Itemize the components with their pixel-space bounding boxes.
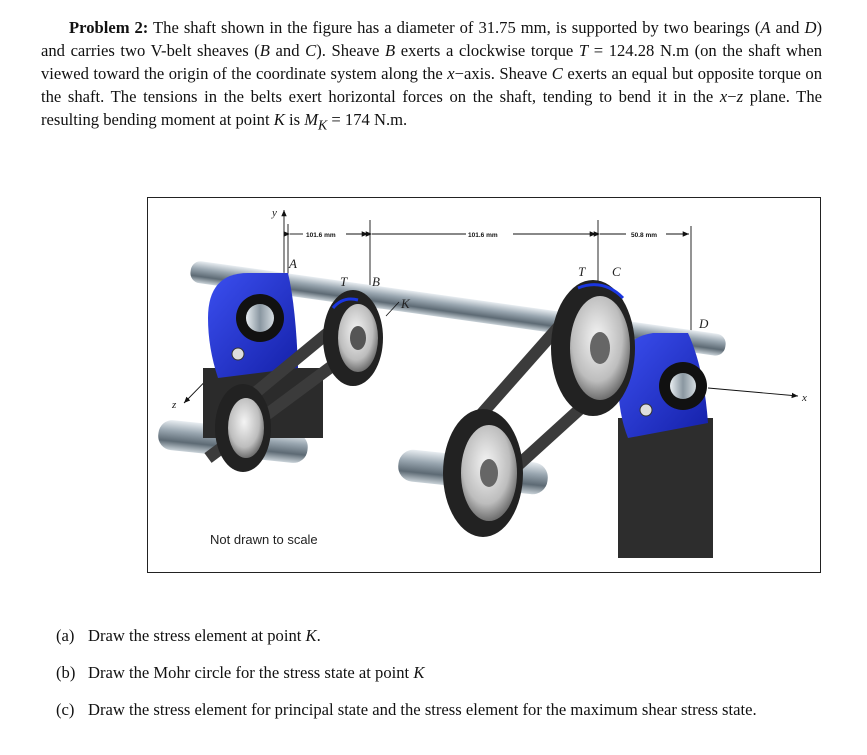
figure-caption: Not drawn to scale	[210, 532, 318, 547]
sheave-c-symbol: C	[305, 41, 317, 60]
shaft-figure: 101.6 mm 101.6 mm 50.8 mm y x z	[147, 197, 821, 573]
moment-subscript: K	[318, 117, 328, 133]
label-k: K	[400, 296, 411, 311]
moment-value: = 174 N.m.	[327, 110, 408, 129]
problem-heading: Problem 2:	[69, 18, 149, 37]
statement-text: and	[770, 18, 805, 37]
part-label: (c)	[56, 700, 75, 719]
part-a: (a) Draw the stress element at point K.	[56, 624, 826, 647]
point-k-symbol: K	[413, 663, 425, 682]
label-d: D	[698, 316, 709, 331]
sheave-b-symbol: B	[385, 41, 396, 60]
torque-arrow-b	[331, 297, 359, 310]
problem-statement: Problem 2: The shaft shown in the figure…	[41, 16, 822, 136]
label-b: B	[372, 274, 380, 289]
statement-text: ). Sheave	[316, 41, 385, 60]
label-c: C	[612, 264, 621, 279]
torque-symbol: T	[578, 41, 589, 60]
x-axis-symbol: x	[447, 64, 455, 83]
torque-value: = 124.28 N.m (on the shaft when viewed t…	[41, 41, 822, 83]
statement-text: exerts an equal but opposite torque on t…	[41, 64, 823, 106]
statement-text: −axis. Sheave	[454, 64, 552, 83]
point-k-symbol: K	[305, 626, 317, 645]
point-k-symbol: K	[273, 110, 285, 129]
y-axis-label: y	[271, 207, 277, 219]
part-label: (b)	[56, 663, 76, 682]
dimension-label: 101.6 mm	[468, 232, 498, 239]
statement-text: −	[727, 87, 737, 106]
statement-text: ) and carries two V-belt sheaves (	[41, 18, 822, 60]
dimension-label: 101.6 mm	[306, 232, 336, 239]
part-label: (a)	[56, 626, 75, 645]
x-axis-symbol: x	[719, 87, 728, 106]
shaft-illustration: 101.6 mm 101.6 mm 50.8 mm y x z	[158, 207, 807, 558]
z-axis-symbol: z	[736, 87, 744, 106]
sheave-c	[551, 280, 635, 416]
x-axis-label: x	[801, 392, 807, 404]
part-text: .	[316, 626, 321, 645]
leader-k	[385, 301, 400, 317]
part-text: Draw the stress element at point	[88, 626, 306, 645]
sheave-b-symbol: B	[259, 41, 270, 60]
moment-symbol: M	[304, 110, 319, 129]
sheave-c-symbol: C	[551, 64, 563, 83]
part-text: Draw the stress element for principal st…	[88, 700, 757, 719]
statement-text: is	[284, 110, 305, 129]
lower-left-sheave	[215, 384, 271, 472]
question-parts: (a) Draw the stress element at point K. …	[56, 624, 826, 735]
lower-middle-sheave	[443, 409, 523, 537]
z-axis-label: z	[171, 399, 177, 411]
part-b: (b) Draw the Mohr circle for the stress …	[56, 661, 826, 684]
dimension-label: 50.8 mm	[631, 232, 657, 239]
part-text: Draw the Mohr circle for the stress stat…	[88, 663, 414, 682]
bearing-d	[618, 333, 713, 558]
bearing-d-symbol: D	[804, 18, 817, 37]
statement-text: and	[269, 41, 306, 60]
label-t2: T	[578, 264, 586, 279]
part-c: (c) Draw the stress element for principa…	[56, 698, 826, 721]
bearing-a-symbol: A	[760, 18, 771, 37]
statement-text: exerts a clockwise torque	[395, 41, 579, 60]
label-a: A	[288, 256, 297, 271]
label-t1: T	[340, 274, 348, 289]
statement-text: The shaft shown in the figure has a diam…	[153, 18, 761, 37]
sheave-b	[323, 290, 383, 386]
statement-text: plane. The resulting bending moment at p…	[41, 87, 822, 129]
